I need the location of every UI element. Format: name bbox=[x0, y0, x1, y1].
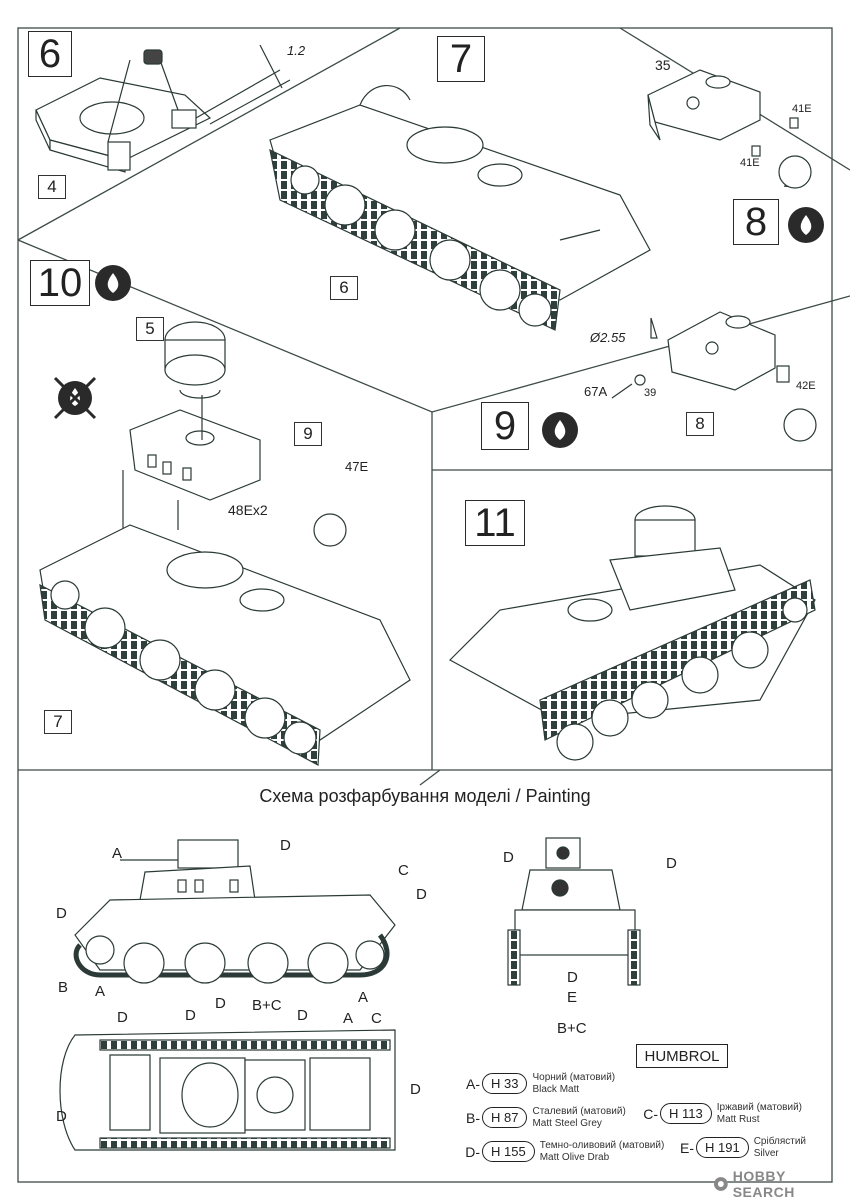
paint-entry-d: D- H 155 Темно-оливовий (матовий)Matt Ol… bbox=[462, 1140, 664, 1163]
rear-label-bc: B+C bbox=[557, 1020, 587, 1037]
step8-turret bbox=[647, 69, 812, 189]
paint-code: H 33 bbox=[482, 1073, 528, 1094]
paint-code: H 113 bbox=[660, 1103, 712, 1124]
paint-name-en: Matt Olive Drab bbox=[539, 1151, 610, 1163]
step-8-box: 8 bbox=[733, 199, 779, 245]
top-label-d: D bbox=[185, 1007, 196, 1024]
rear-label-e: E bbox=[567, 989, 578, 1006]
no-glue-icon bbox=[53, 376, 97, 420]
part-7-callout: 7 bbox=[44, 710, 72, 734]
glue-drop-icon bbox=[95, 265, 131, 301]
painting-rear-view bbox=[507, 837, 641, 986]
part-5-callout: 5 bbox=[136, 317, 164, 341]
painting-title: Схема розфарбування моделі / Painting bbox=[259, 786, 591, 806]
dimension-1-2: 1.2 bbox=[287, 43, 306, 58]
part-4-callout: 4 bbox=[38, 175, 66, 199]
paint-code: H 155 bbox=[482, 1141, 535, 1162]
step11-finished-tank bbox=[449, 505, 816, 761]
paint-name-ua: Іржавий (матовий) bbox=[716, 1102, 802, 1113]
paint-letter: E- bbox=[680, 1139, 694, 1156]
part-39-label: 39 bbox=[644, 387, 657, 399]
part-42e-label: 42E bbox=[796, 380, 816, 392]
step9-turret bbox=[611, 311, 817, 442]
paint-letter: C- bbox=[643, 1105, 658, 1122]
part-8-callout: 8 bbox=[686, 412, 714, 436]
step6-hull-plate bbox=[35, 44, 291, 173]
rear-label-d: D bbox=[666, 855, 677, 872]
part-47e-label: 47E bbox=[345, 459, 369, 474]
glue-drop-icon bbox=[542, 412, 578, 448]
rear-label-d: D bbox=[567, 969, 578, 986]
paint-name-en: Matt Rust bbox=[716, 1113, 760, 1125]
part-41e-label: 41E bbox=[740, 157, 760, 169]
step10-assembly bbox=[39, 321, 411, 766]
paint-letter: A- bbox=[466, 1075, 480, 1092]
side-label-bc: B+C bbox=[252, 997, 282, 1014]
top-label-d: D bbox=[297, 1007, 308, 1024]
top-label-c: C bbox=[371, 1010, 382, 1027]
rear-label-d: D bbox=[503, 849, 514, 866]
side-label-d: D bbox=[215, 995, 226, 1012]
hobby-search-watermark: HOBBY SEARCH bbox=[713, 1168, 850, 1200]
top-label-a: A bbox=[343, 1010, 354, 1027]
paint-name-en: Matt Steel Grey bbox=[532, 1117, 602, 1129]
paint-code: H 191 bbox=[696, 1137, 749, 1158]
humbrol-label: HUMBROL bbox=[636, 1044, 728, 1068]
glue-drop-icon bbox=[788, 207, 824, 243]
paint-letter: D- bbox=[465, 1143, 480, 1160]
step-9-box: 9 bbox=[481, 402, 529, 450]
painting-top-view bbox=[59, 1029, 396, 1151]
top-label-d: D bbox=[410, 1081, 421, 1098]
paint-code: H 87 bbox=[482, 1107, 528, 1128]
part-48e-label: 48Ex2 bbox=[228, 502, 268, 518]
hobby-search-logo-icon bbox=[713, 1177, 728, 1191]
painting-side-view bbox=[73, 839, 396, 984]
top-label-d: D bbox=[56, 1108, 67, 1125]
paint-letter: B- bbox=[466, 1109, 480, 1126]
diameter-label: Ø2.55 bbox=[590, 330, 626, 345]
side-label-a: A bbox=[95, 983, 106, 1000]
paint-name-ua: Чорний (матовий) bbox=[532, 1072, 616, 1083]
paint-name-ua: Сталевий (матовий) bbox=[532, 1106, 626, 1117]
top-label-d: D bbox=[117, 1009, 128, 1026]
paint-entry-a: A- H 33 Чорний (матовий)Black Matt bbox=[462, 1072, 615, 1095]
paint-name-ua: Темно-оливовий (матовий) bbox=[539, 1140, 665, 1151]
side-label-c: C bbox=[398, 862, 409, 879]
side-label-a: A bbox=[112, 845, 123, 862]
step-6-box: 6 bbox=[28, 31, 72, 77]
part-35-label: 35 bbox=[655, 57, 671, 73]
paint-entry-c: C- H 113 Іржавий (матовий)Matt Rust bbox=[640, 1102, 802, 1125]
paint-name-ua: Сріблястий bbox=[753, 1136, 806, 1147]
part-67a-label: 67A bbox=[584, 384, 608, 399]
step7-hull bbox=[269, 85, 651, 331]
side-label-b: B bbox=[58, 979, 69, 996]
step-11-box: 11 bbox=[465, 500, 525, 546]
side-label-d: D bbox=[280, 837, 291, 854]
step-10-box: 10 bbox=[30, 260, 90, 306]
paint-name-en: Black Matt bbox=[532, 1083, 580, 1095]
side-label-d: D bbox=[56, 905, 67, 922]
watermark-text: HOBBY SEARCH bbox=[732, 1168, 795, 1200]
step-7-box: 7 bbox=[437, 36, 485, 82]
part-41e-label: 41E bbox=[792, 103, 812, 115]
paint-entry-b: B- H 87 Сталевий (матовий)Matt Steel Gre… bbox=[462, 1106, 626, 1129]
part-9-callout: 9 bbox=[294, 422, 322, 446]
part-6-callout: 6 bbox=[330, 276, 358, 300]
side-label-d: D bbox=[416, 886, 427, 903]
side-label-a: A bbox=[358, 989, 369, 1006]
paint-name-en: Silver bbox=[753, 1147, 779, 1159]
